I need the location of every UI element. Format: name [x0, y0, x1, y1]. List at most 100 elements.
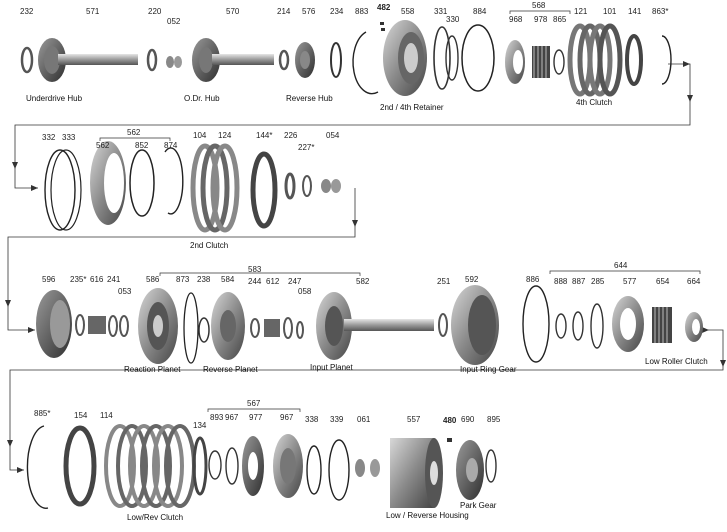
ring-332 — [44, 149, 76, 231]
part-number: 214 — [277, 7, 291, 16]
part-number: 285 — [591, 277, 605, 286]
part-number: 886 — [526, 275, 540, 284]
part-number: 576 — [302, 7, 316, 16]
part-number: 883 — [355, 7, 369, 16]
part-number: 596 — [42, 275, 56, 284]
washer-226 — [284, 172, 296, 200]
part-number: 141 — [628, 7, 642, 16]
part-number: 154 — [74, 411, 88, 420]
ring-884 — [461, 24, 495, 92]
washer-241 — [108, 315, 118, 337]
part-number: 332 — [42, 133, 56, 142]
reaction-planet — [138, 288, 178, 364]
part-number: 234 — [330, 7, 344, 16]
component-label: 2nd Clutch — [190, 241, 228, 250]
part-number: 061 — [357, 415, 371, 424]
part-number: 121 — [574, 7, 588, 16]
retainer-558 — [383, 20, 427, 96]
part-number: 124 — [218, 131, 232, 140]
part-number: 227* — [298, 143, 314, 152]
plate-154 — [63, 425, 97, 507]
part-number: 583 — [248, 265, 262, 274]
part-number: 053 — [118, 287, 132, 296]
part-number: 893 — [210, 413, 224, 422]
component-label: Input Planet — [310, 363, 353, 372]
part-number: 644 — [614, 261, 628, 270]
part-number: 114 — [100, 411, 113, 420]
snap-ring-885 — [26, 425, 49, 509]
part-number: 241 — [107, 275, 121, 284]
component-label: 2nd / 4th Retainer — [380, 103, 444, 112]
part-number: 592 — [465, 275, 479, 284]
component-label: Reverse Planet — [203, 365, 258, 374]
ring-895 — [485, 449, 497, 483]
part-number: 238 — [197, 275, 211, 284]
component-label: Underdrive Hub — [26, 94, 83, 103]
second-clutch — [190, 143, 240, 233]
washer-251 — [438, 313, 448, 337]
part-number: 874 — [164, 141, 178, 150]
part-number: 244 — [248, 277, 262, 286]
part-number: 557 — [407, 415, 421, 424]
row2-parts — [44, 141, 341, 233]
ring-339 — [328, 439, 350, 501]
washer-238 — [198, 317, 210, 343]
part-number: 330 — [446, 15, 460, 24]
part-number: 251 — [437, 277, 451, 286]
part-number: 865 — [553, 15, 567, 24]
piston-967 — [273, 434, 303, 498]
part-number: 331 — [434, 7, 448, 16]
part-number: 664 — [687, 277, 701, 286]
ring-333 — [50, 149, 82, 231]
part-number: 616 — [90, 275, 104, 284]
part-number: 333 — [62, 133, 76, 142]
part-number: 220 — [148, 7, 162, 16]
part-number: 852 — [135, 141, 149, 150]
input-planet — [316, 292, 434, 360]
overdrive-hub — [192, 38, 274, 82]
washer-214 — [278, 49, 290, 71]
component-label: Input Ring Gear — [460, 365, 517, 374]
part-number: 226 — [284, 131, 298, 140]
bearing-612 — [264, 319, 280, 337]
bearings-061 — [355, 459, 380, 477]
pin-482 — [380, 22, 385, 31]
part-number: 887 — [572, 277, 586, 286]
ring-886 — [522, 285, 550, 363]
part-number: 482 — [377, 3, 391, 12]
component-label: Park Gear — [460, 501, 497, 510]
bearing-054 — [321, 179, 341, 193]
part-number: 873 — [176, 275, 190, 284]
part-number: 568 — [532, 1, 546, 10]
part-number: 885* — [34, 409, 50, 418]
part-number: 967 — [280, 413, 294, 422]
plate-977 — [242, 436, 264, 496]
part-number: 562 — [127, 128, 141, 137]
part-number: 104 — [193, 131, 207, 140]
part-number: 586 — [146, 275, 160, 284]
component-label: Low / Reverse Housing — [386, 511, 469, 520]
washer-235 — [75, 314, 85, 336]
part-number: 144* — [256, 131, 272, 140]
part-number: 967 — [225, 413, 239, 422]
component-label: Reaction Planet — [124, 365, 181, 374]
part-number: 052 — [167, 17, 181, 26]
pin-480 — [447, 438, 452, 442]
ring-967a — [225, 447, 239, 485]
snap-ring-883 — [352, 31, 379, 95]
ring-285 — [590, 303, 604, 349]
part-number: 247 — [288, 277, 302, 286]
input-ring-gear — [451, 285, 499, 365]
plate-134 — [192, 436, 208, 496]
plate-144 — [250, 151, 278, 229]
part-number: 612 — [266, 277, 280, 286]
roller-978 — [532, 46, 550, 78]
snap-ring-863 — [661, 35, 672, 85]
part-number: 338 — [305, 415, 319, 424]
low-reverse-housing — [390, 438, 443, 508]
part-number: 978 — [534, 15, 548, 24]
row3-parts — [36, 285, 703, 365]
ring-234 — [330, 42, 342, 78]
bearings-052 — [166, 56, 182, 68]
bearing-968 — [505, 40, 525, 84]
